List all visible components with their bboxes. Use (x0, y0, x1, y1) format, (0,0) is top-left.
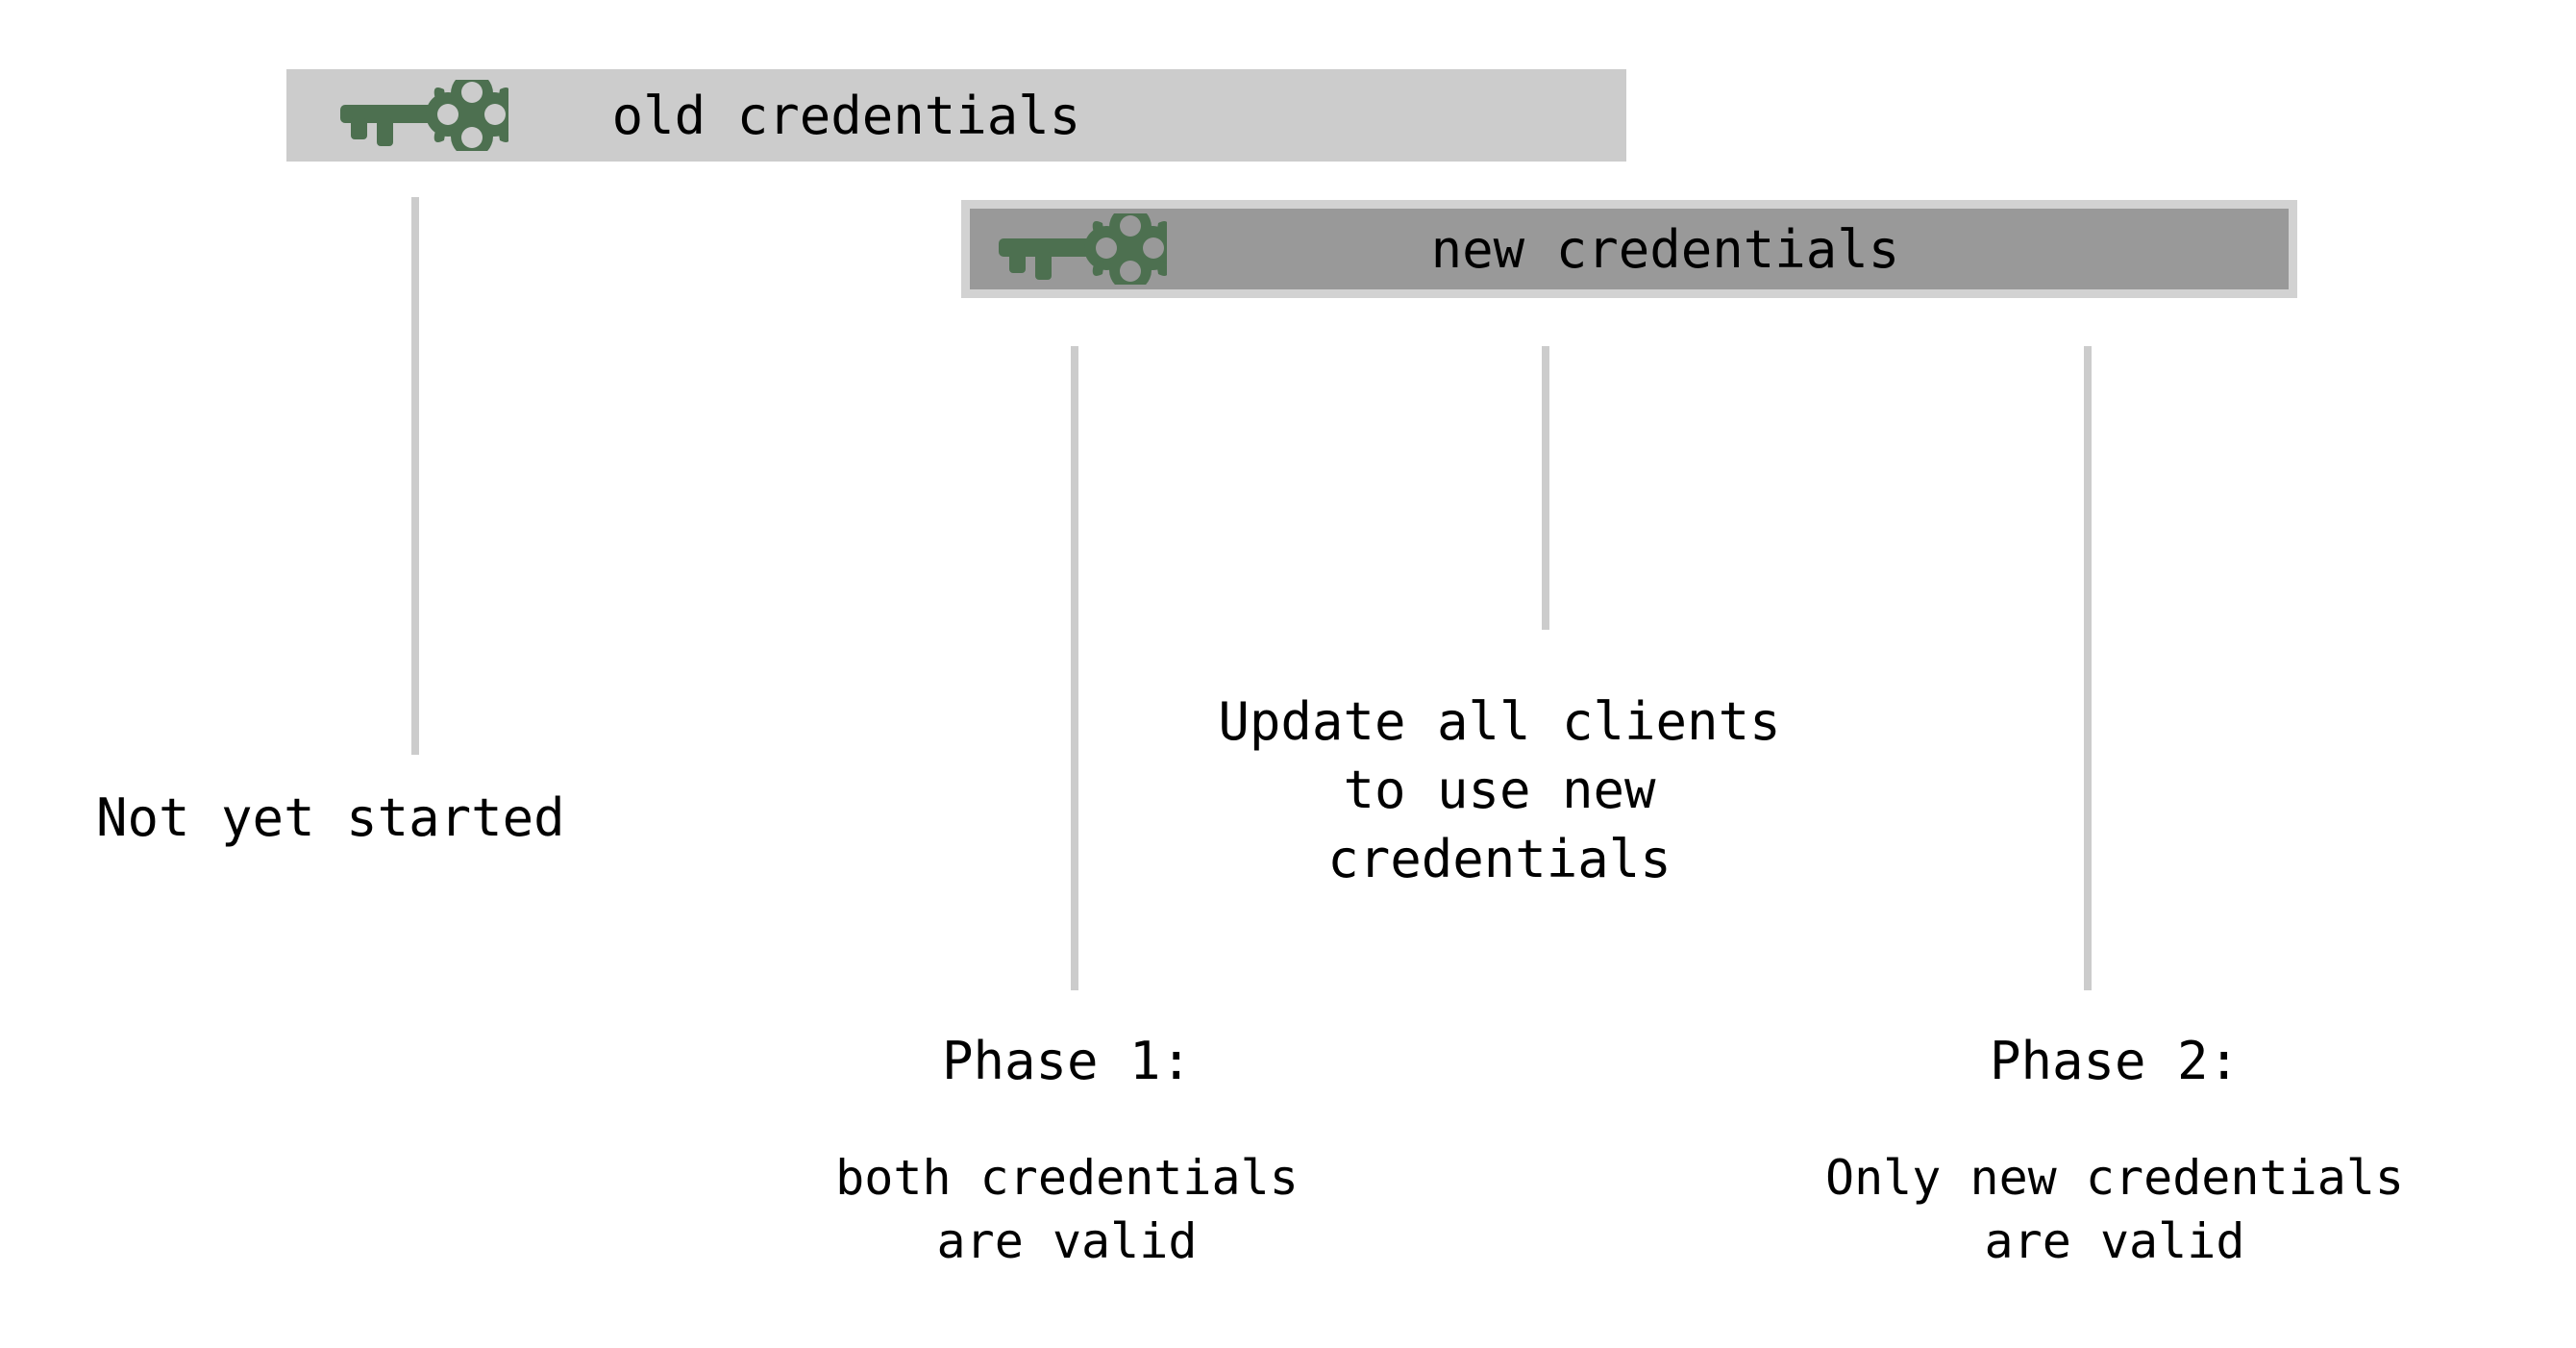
phase-1-description: both credentials are valid (835, 1150, 1299, 1269)
not-yet-started-label: Not yet started (96, 787, 565, 848)
old-credentials-bar: old credentials (286, 69, 1626, 162)
key-icon (340, 80, 508, 151)
old-credentials-label: old credentials (611, 85, 1081, 146)
phase-1-title: Phase 1: (941, 1031, 1193, 1091)
new-credentials-bar: new credentials (961, 200, 2297, 298)
phase-2-description: Only new credentials are valid (1824, 1150, 2405, 1269)
timeline-tick-update-clients (1542, 346, 1549, 630)
key-icon (999, 213, 1167, 285)
timeline-tick-phase1 (1071, 346, 1078, 990)
timeline-tick-phase2 (2084, 346, 2092, 990)
phase-2-title: Phase 2: (1989, 1031, 2241, 1091)
update-clients-label: Update all clients to use new credential… (1218, 691, 1781, 889)
new-credentials-label: new credentials (1430, 218, 1900, 280)
timeline-tick-not-started (411, 197, 419, 755)
